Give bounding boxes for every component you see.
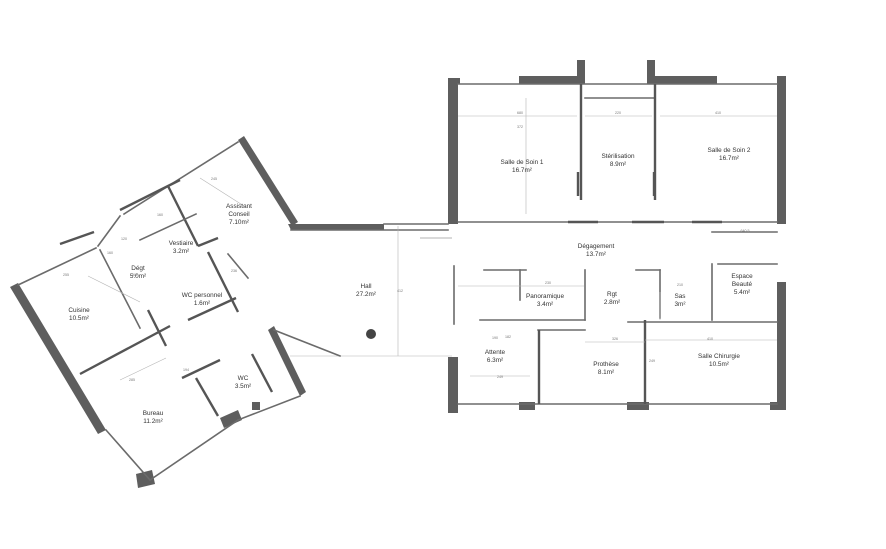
label-prothese: Prothèse: [593, 361, 619, 368]
dim-label: 249: [497, 375, 503, 379]
area-prothese: 8.1m²: [598, 369, 614, 376]
area-assistant-conseil: 7.10m²: [229, 219, 249, 226]
area-degagement: 13.7m²: [586, 251, 606, 258]
label-degt: Dégt: [131, 265, 145, 272]
dim-label: 410: [715, 111, 721, 115]
area-sterilisation: 8.9m²: [610, 161, 626, 168]
area-salle-soin-1: 16.7m²: [512, 167, 532, 174]
area-attente: 6.3m²: [487, 357, 503, 364]
label-wc: WC: [238, 375, 249, 382]
label-rgt: Rgt: [607, 291, 617, 298]
area-hall: 27.2m²: [356, 291, 376, 298]
area-degt: 5.0m²: [130, 273, 146, 280]
label-espace-beaute-1: Espace: [731, 273, 753, 280]
hall-walls: [288, 223, 452, 357]
label-sas: Sas: [674, 293, 685, 300]
label-espace-beaute-2: Beauté: [732, 281, 753, 288]
area-sas: 3m²: [674, 301, 685, 308]
label-panoramique: Panoramique: [526, 293, 564, 300]
label-assistant-conseil-2: Conseil: [228, 211, 249, 218]
dim-label: 182: [505, 335, 511, 339]
area-salle-chirurgie: 10.5m²: [709, 361, 729, 368]
area-cuisine: 10.5m²: [69, 315, 89, 322]
label-cuisine: Cuisine: [68, 307, 90, 314]
label-salle-soin-1: Salle de Soin 1: [501, 159, 544, 166]
dimension-lines: [87, 98, 777, 381]
dim-label: 190: [492, 336, 498, 340]
dim-label: 640.5: [741, 229, 750, 233]
label-assistant-conseil-1: Assistant: [226, 203, 252, 210]
dim-label: 680: [517, 111, 523, 115]
dim-label: 194: [183, 368, 189, 372]
label-hall: Hall: [360, 283, 371, 290]
label-bureau: Bureau: [143, 410, 164, 417]
area-wc-personnel: 1.6m²: [194, 300, 210, 307]
area-rgt: 2.8m²: [604, 299, 620, 306]
label-vestiaire: Vestiaire: [169, 240, 194, 247]
dim-label: 160: [107, 251, 113, 255]
label-wc-personnel: WC personnel: [182, 292, 223, 299]
area-panoramique: 3.4m²: [537, 301, 553, 308]
dim-label: 285: [129, 378, 135, 382]
dimension-labels: 680 220 410 410 249 326 182 640.5 210 23…: [63, 111, 750, 382]
label-degagement: Dégagement: [578, 243, 615, 250]
dim-label: 372: [517, 125, 523, 129]
right-wing-walls: [448, 60, 786, 413]
dim-label: 410: [707, 337, 713, 341]
dim-label: 268: [131, 273, 137, 277]
label-salle-soin-2: Salle de Soin 2: [708, 147, 751, 154]
dim-label: 220: [615, 111, 621, 115]
label-attente: Attente: [485, 349, 506, 356]
label-salle-chirurgie: Salle Chirurgie: [698, 353, 740, 360]
left-wing-walls: [10, 136, 342, 488]
dim-label: 230: [545, 281, 551, 285]
dim-label: 412: [397, 289, 403, 293]
label-sterilisation: Stérilisation: [601, 153, 634, 160]
area-espace-beaute: 5.4m²: [734, 289, 750, 296]
dim-label: 160: [157, 213, 163, 217]
room-labels: Salle de Soin 1 16.7m² Stérilisation 8.9…: [68, 147, 753, 425]
dim-label: 326: [612, 337, 618, 341]
dim-label: 249: [649, 359, 655, 363]
area-bureau: 11.2m²: [143, 418, 162, 425]
dim-label: 120: [121, 237, 127, 241]
area-wc: 3.5m²: [235, 383, 251, 390]
dim-label: 255: [63, 273, 69, 277]
dim-label: 245: [211, 177, 217, 181]
dim-label: 210: [677, 283, 683, 287]
area-vestiaire: 3.2m²: [173, 248, 189, 255]
dim-label: 236: [231, 269, 237, 273]
area-salle-soin-2: 16.7m²: [719, 155, 739, 162]
hall-column: [366, 329, 376, 339]
